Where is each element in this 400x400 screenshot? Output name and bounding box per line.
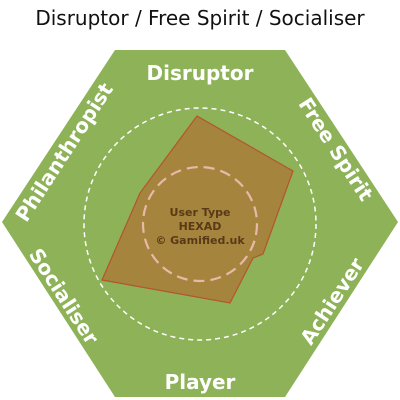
outer-dashed-circle xyxy=(83,107,317,341)
profile-polygon xyxy=(101,115,294,304)
label-disruptor: Disruptor xyxy=(147,61,254,85)
page-title: Disruptor / Free Spirit / Socialiser xyxy=(35,6,365,30)
label-player: Player xyxy=(165,370,236,394)
center-label-copyright: © Gamified.uk xyxy=(155,234,245,247)
inner-dashed-circle xyxy=(141,165,259,283)
center-label-hexad: HEXAD xyxy=(179,220,222,233)
center-label-user-type: User Type xyxy=(170,206,231,219)
